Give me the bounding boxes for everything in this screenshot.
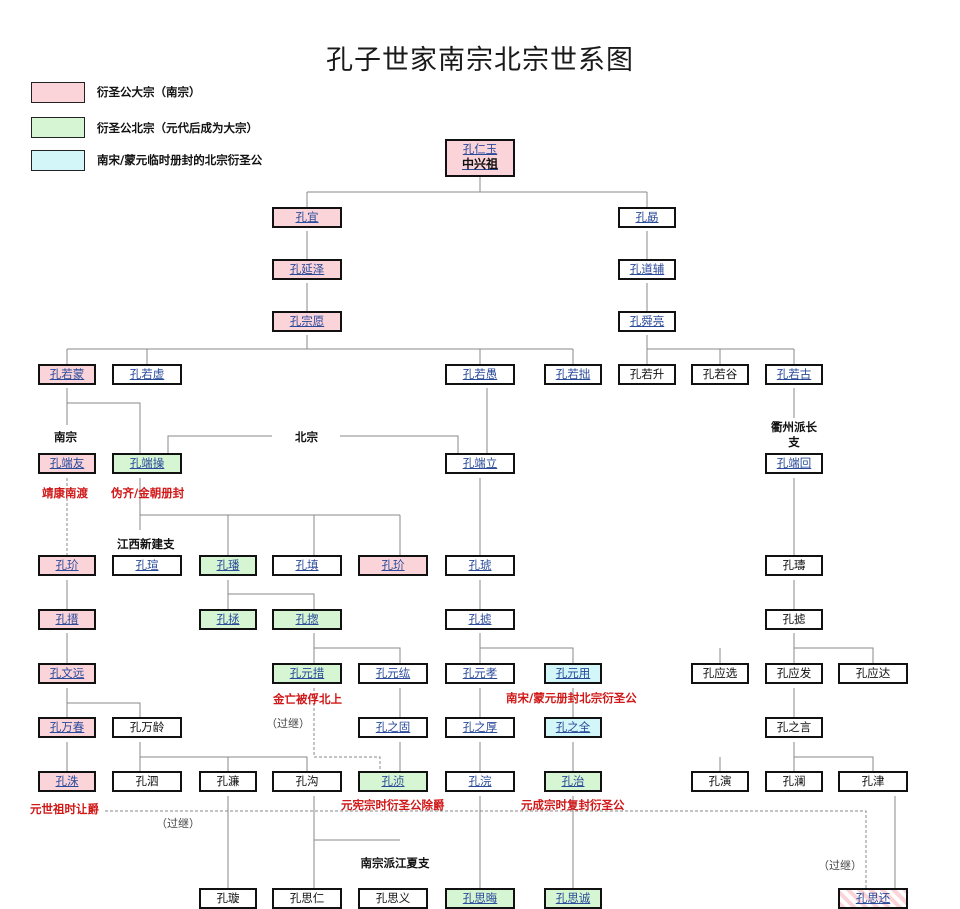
person-kong-wanchun[interactable]: 孔万春	[38, 717, 96, 738]
person-kong-wanling[interactable]: 孔万龄	[112, 717, 182, 738]
label-jiangxia: 南宗派江夏支	[360, 856, 430, 870]
person-kong-zheng[interactable]: 孔拯	[199, 609, 257, 630]
note-rangjue: 元世祖时让爵	[30, 802, 99, 816]
ancestor-title: 中兴祖	[461, 157, 498, 171]
person-kong-shi[interactable]: 孔摅	[445, 609, 515, 630]
diagram-title: 孔子世家南宗北宗世系图	[326, 45, 634, 76]
person-kong-jie-2[interactable]: 孔玠	[358, 555, 428, 576]
person-kong-duanyou[interactable]: 孔端友	[38, 453, 96, 474]
person-row12-4[interactable]: 孔思晦	[445, 888, 515, 909]
person-kong-zhen-2[interactable]: 孔浈	[358, 771, 428, 792]
person-kong-zhiquan[interactable]: 孔之全	[544, 717, 602, 738]
person-kong-yingfa[interactable]: 孔应发	[765, 663, 823, 684]
person-kong-zhu[interactable]: 孔洙	[38, 771, 96, 792]
person-kong-yingxuan[interactable]: 孔应选	[691, 663, 749, 684]
person-kong-duanli[interactable]: 孔端立	[445, 453, 515, 474]
person-row12-2[interactable]: 孔思仁	[272, 888, 342, 909]
person-kong-yanze[interactable]: 孔延泽	[272, 259, 342, 280]
label-beizong: 北宗	[295, 430, 318, 444]
legend-swatch-north	[31, 117, 85, 138]
note-nansong: 南宋/蒙元册封北宗衍圣公	[506, 691, 637, 705]
person-kong-yan[interactable]: 孔演	[691, 771, 749, 792]
note-weiqi: 伪齐/金朝册封	[111, 486, 185, 500]
person-kong-daofu[interactable]: 孔道辅	[618, 259, 676, 280]
person-kong-shunliang[interactable]: 孔舜亮	[618, 311, 676, 332]
legend-text-south: 衍圣公大宗（南宗）	[97, 85, 201, 99]
person-kong-zhi[interactable]: 孔治	[544, 771, 602, 792]
person-kong-ruozhuo[interactable]: 孔若拙	[544, 364, 602, 385]
label-qushou: 衢州派长支	[771, 420, 817, 449]
person-kong-hu[interactable]: 孔琥	[445, 555, 515, 576]
legend-swatch-temp	[31, 150, 85, 171]
person-row12-6[interactable]: 孔思还	[838, 888, 908, 909]
note-jinwang: 金亡被俘北上	[273, 692, 342, 706]
person-kong-zhen[interactable]: 孔填	[272, 555, 342, 576]
person-row12-3[interactable]: 孔思义	[358, 888, 428, 909]
note-guoji-1: （过继）	[266, 717, 310, 730]
person-kong-fan[interactable]: 孔璠	[199, 555, 257, 576]
person-kong-jie[interactable]: 孔玠	[38, 555, 96, 576]
person-kong-lan[interactable]: 孔澜	[765, 771, 823, 792]
person-kong-yuanyong[interactable]: 孔元用	[544, 663, 602, 684]
note-guoji-3: （过继）	[818, 859, 862, 872]
person-kong-ruogu[interactable]: 孔若谷	[691, 364, 749, 385]
person-kong-ruomeng[interactable]: 孔若蒙	[38, 364, 96, 385]
label-nanzong: 南宗	[54, 430, 77, 444]
person-kong-ruogu-2[interactable]: 孔若古	[765, 364, 823, 385]
person-kong-zhigu[interactable]: 孔之固	[358, 717, 428, 738]
person-kong-ruoxu[interactable]: 孔若虚	[112, 364, 182, 385]
person-kong-zong[interactable]: 孔揔	[272, 609, 342, 630]
person-kong-jin[interactable]: 孔搢	[38, 609, 96, 630]
person-kong-zhihou[interactable]: 孔之厚	[445, 717, 515, 738]
legend-text-north: 衍圣公北宗（元代后成为大宗）	[97, 121, 258, 135]
person-kong-zongyuan[interactable]: 孔宗愿	[272, 311, 342, 332]
person-kong-ruosheng[interactable]: 孔若升	[618, 364, 676, 385]
person-kong-shou[interactable]: 孔璹	[765, 555, 823, 576]
person-kong-yingda[interactable]: 孔应达	[838, 663, 908, 684]
label-jiangxi: 江西新建支	[117, 537, 175, 551]
person-kong-xu[interactable]: 孔勗	[618, 207, 676, 228]
person-kong-yuan[interactable]: 孔浣	[445, 771, 515, 792]
person-kong-ruoyu[interactable]: 孔若愚	[445, 364, 515, 385]
note-guoji-2: （过继）	[156, 817, 200, 830]
person-kong-lu[interactable]: 孔摅	[765, 609, 823, 630]
person-kong-gou[interactable]: 孔沟	[272, 771, 342, 792]
legend-text-temp: 南宋/蒙元临时册封的北宗衍圣公	[97, 153, 263, 167]
person-kong-wenyuan[interactable]: 孔文远	[38, 663, 96, 684]
person-kong-yi[interactable]: 孔宜	[272, 207, 342, 228]
person-kong-si[interactable]: 孔泗	[112, 771, 182, 792]
ancestor-name: 孔仁玉	[462, 142, 498, 156]
person-row12-1[interactable]: 孔璇	[199, 888, 257, 909]
person-kong-yuanhong[interactable]: 孔元纮	[358, 663, 428, 684]
person-row12-5[interactable]: 孔思诚	[544, 888, 602, 909]
person-kong-yuancuo[interactable]: 孔元措	[272, 663, 342, 684]
person-kong-yuanxiao[interactable]: 孔元孝	[445, 663, 515, 684]
note-jingkang: 靖康南渡	[42, 486, 88, 500]
person-kong-jin-2[interactable]: 孔津	[838, 771, 908, 792]
legend-swatch-south	[31, 82, 85, 103]
person-kong-duancao[interactable]: 孔端操	[112, 453, 182, 474]
note-chujue: 元宪宗时衍圣公除爵	[341, 798, 445, 812]
person-kong-duanhui[interactable]: 孔端回	[765, 453, 823, 474]
note-fufeng: 元成宗时复封衍圣公	[521, 798, 625, 812]
person-kong-lian[interactable]: 孔濂	[199, 771, 257, 792]
ancestor-node[interactable]: 孔仁玉 中兴祖	[445, 139, 515, 177]
person-kong-zhiyan[interactable]: 孔之言	[765, 717, 823, 738]
person-kong-xuan[interactable]: 孔瑄	[112, 555, 182, 576]
